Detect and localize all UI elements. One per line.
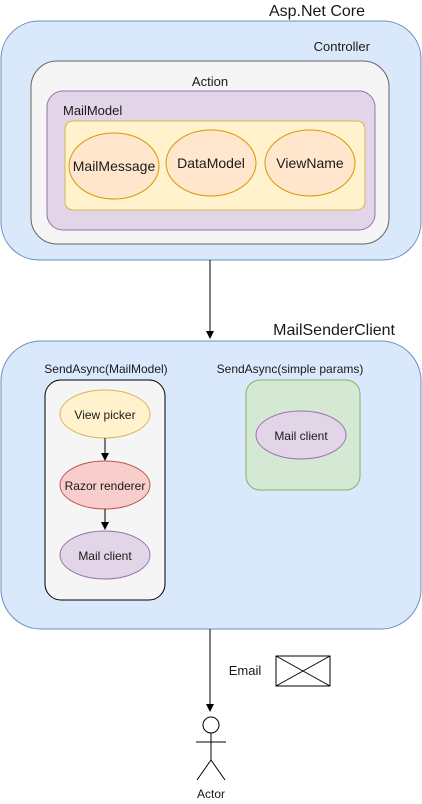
asp-net-core-title: Asp.Net Core xyxy=(269,3,365,20)
send-async-simple-label: SendAsync(simple params) xyxy=(217,362,364,376)
mail-message-node xyxy=(68,132,160,200)
view-picker-label: View picker xyxy=(74,408,135,422)
mail-message-label: MailMessage xyxy=(73,158,156,174)
mail-sender-client-title: MailSenderClient xyxy=(273,322,395,339)
actor-label: Actor xyxy=(197,787,225,801)
model-mail-client-label: Mail client xyxy=(78,549,132,563)
data-model-label: DataModel xyxy=(177,155,245,171)
data-model-node xyxy=(165,129,257,197)
simple-mail-client-label: Mail client xyxy=(274,429,328,443)
email-label: Email xyxy=(229,663,262,678)
view-name-node xyxy=(264,129,356,197)
model-mail-client-node xyxy=(59,530,151,580)
controller-label: Controller xyxy=(314,39,371,54)
view-name-label: ViewName xyxy=(276,155,344,171)
email-envelope-icon xyxy=(275,655,331,687)
simple-mail-client-node xyxy=(255,410,347,460)
razor-renderer-label: Razor renderer xyxy=(65,479,146,493)
action-label: Action xyxy=(192,74,228,89)
mail-model-label: MailModel xyxy=(63,103,122,118)
actor-icon xyxy=(196,716,226,781)
send-async-model-label: SendAsync(MailModel) xyxy=(44,362,167,376)
